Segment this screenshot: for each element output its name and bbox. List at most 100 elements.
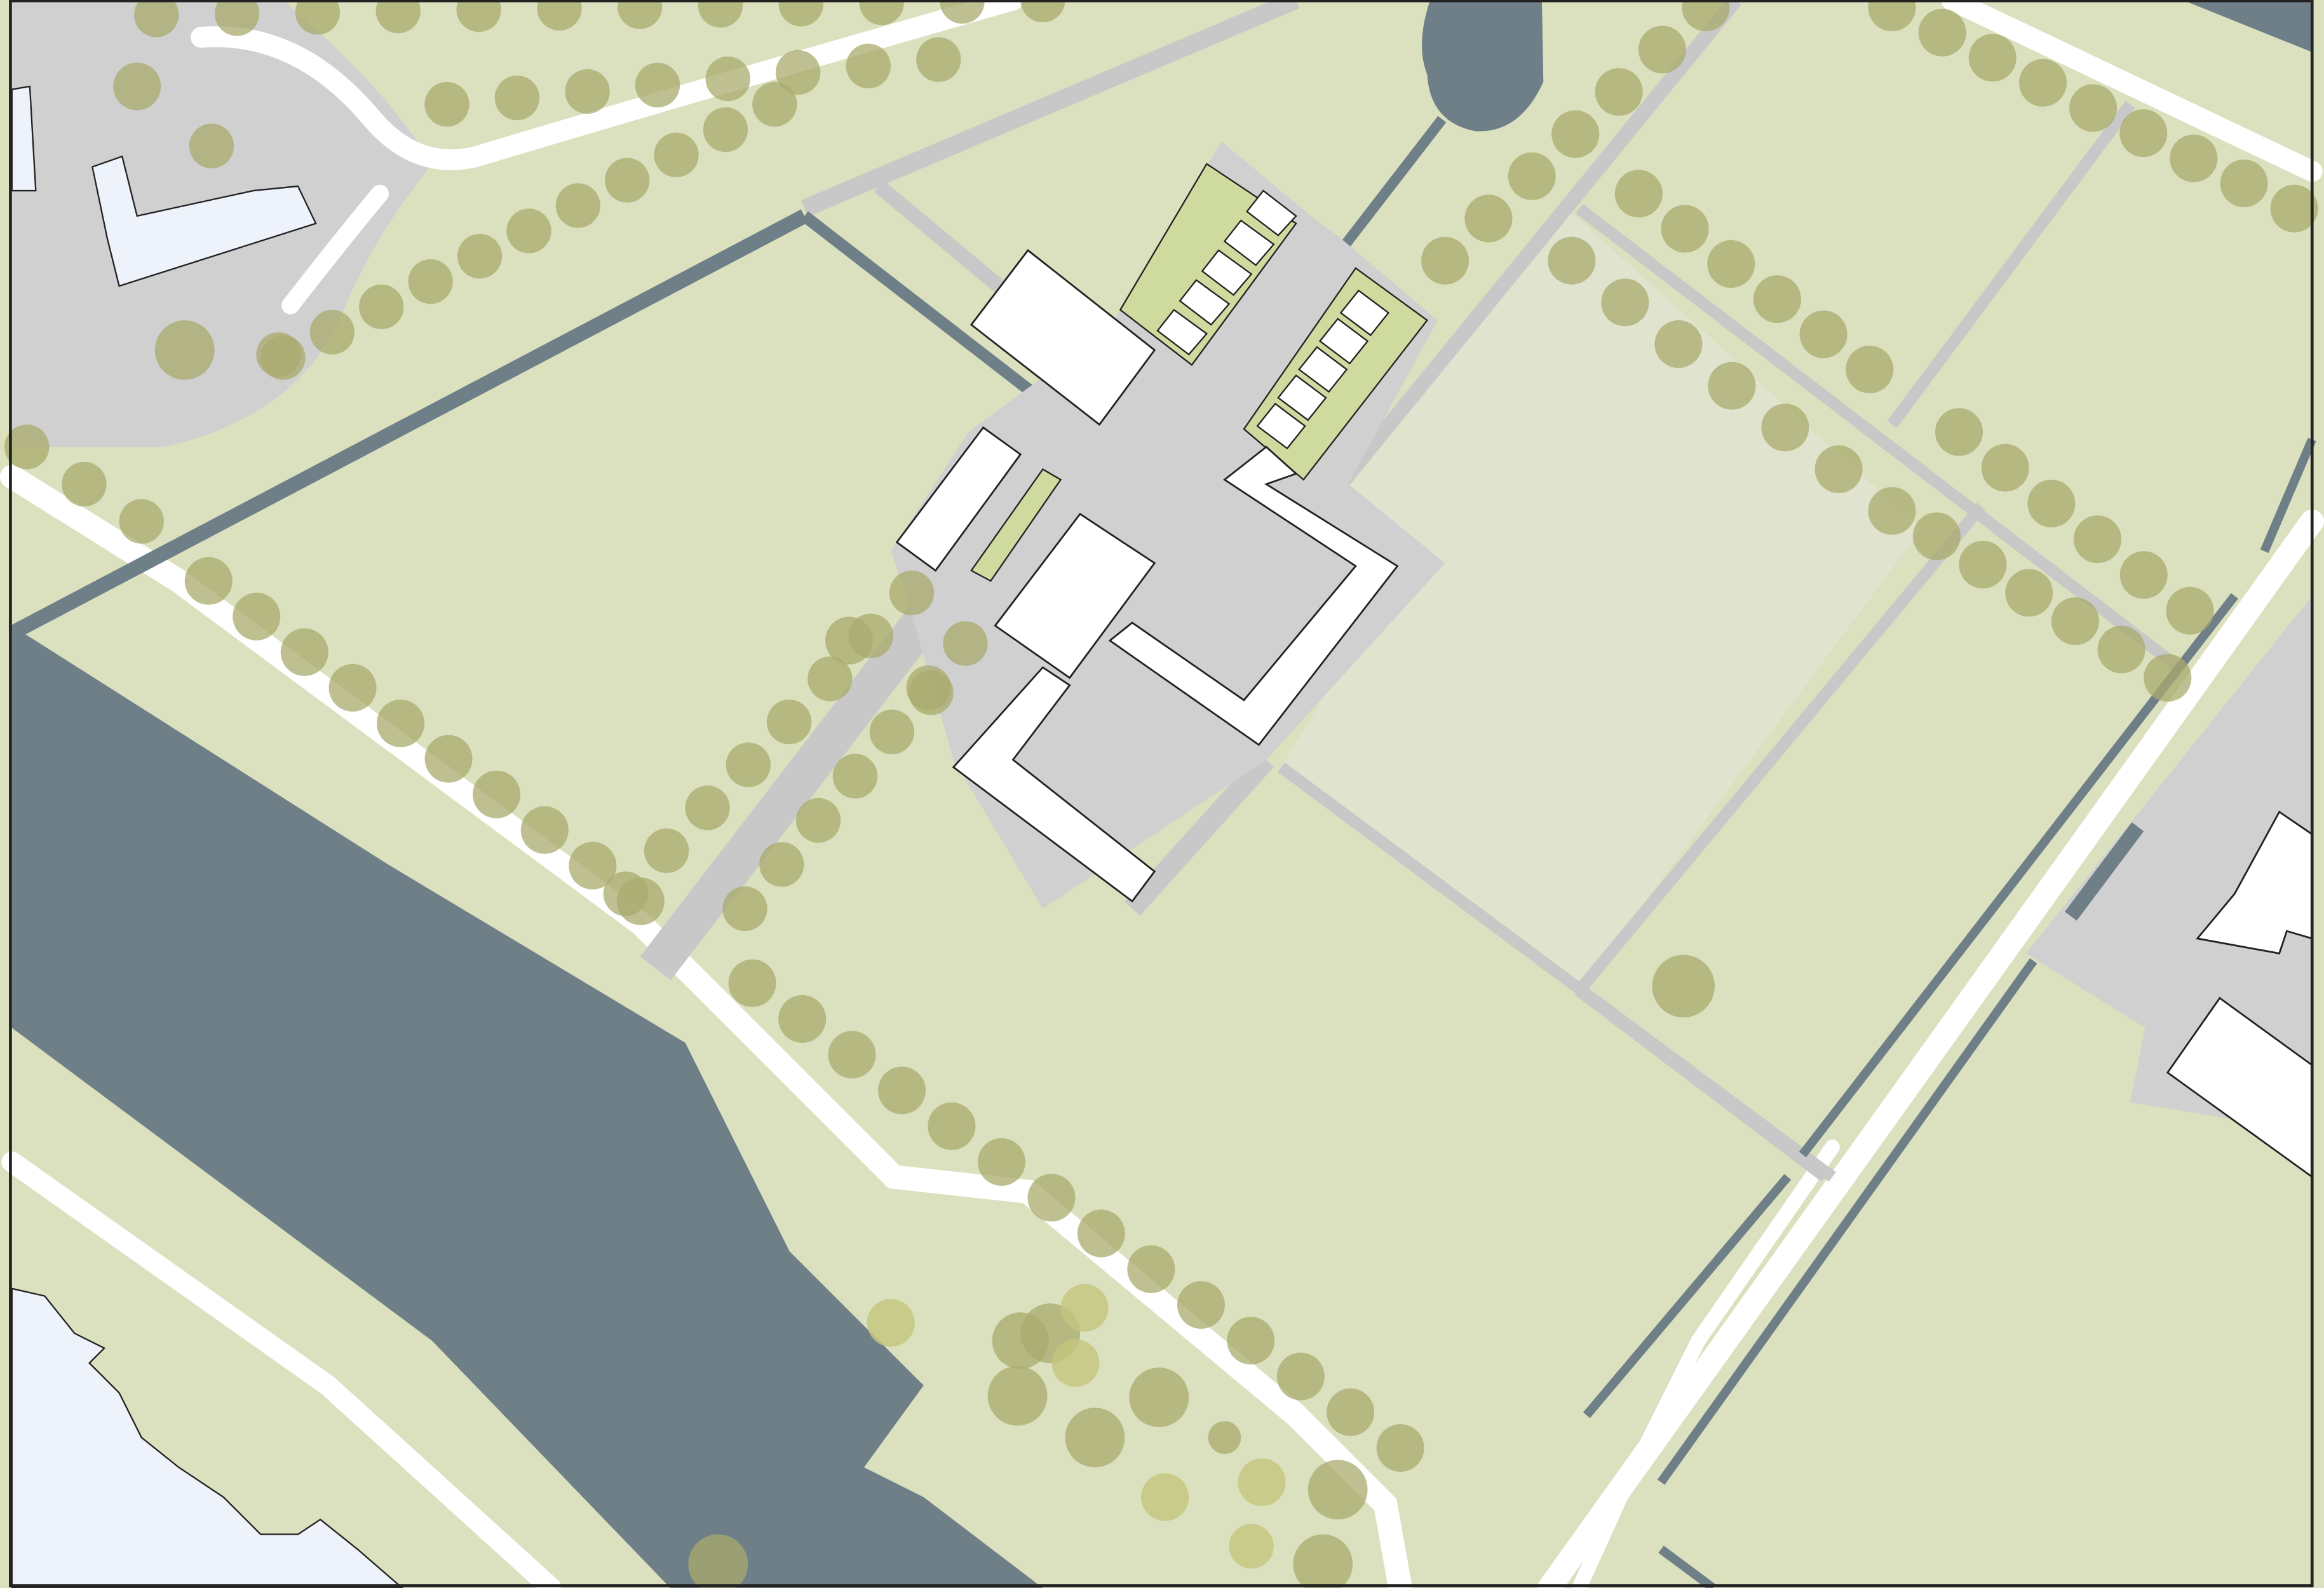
tree: [778, 0, 824, 27]
tree: [1376, 1424, 1424, 1472]
tree: [1935, 408, 1983, 456]
tree: [280, 628, 328, 676]
row-housing-north: [1156, 189, 1297, 356]
paved-paths: [640, 0, 2186, 1182]
tree: [617, 0, 663, 29]
tree: [1654, 320, 1703, 369]
tree: [1276, 1352, 1325, 1401]
tree: [766, 699, 812, 745]
tree: [1981, 444, 2029, 492]
tree: [1307, 1460, 1368, 1520]
tree: [565, 69, 610, 114]
building-north: [969, 248, 1156, 426]
tree: [605, 158, 650, 203]
tree: [889, 570, 935, 616]
tree: [2119, 109, 2168, 158]
building-l-east: [1108, 445, 1399, 747]
tree: [119, 499, 164, 544]
tree: [506, 208, 551, 254]
tree: [1027, 1174, 1076, 1222]
tree: [2170, 134, 2218, 182]
tree: [1551, 110, 1600, 158]
tree: [62, 461, 107, 507]
tree: [569, 841, 617, 890]
paved-area-east: [2026, 595, 2313, 1132]
tree: [473, 770, 521, 818]
tree-rows: [4, 0, 2318, 1588]
tree: [869, 709, 915, 754]
tree: [705, 56, 750, 102]
tree: [2051, 597, 2099, 646]
tree: [537, 0, 582, 31]
tree: [4, 424, 50, 470]
tree: [1327, 1388, 1375, 1436]
tree: [1761, 404, 1809, 452]
tree: [1652, 954, 1715, 1018]
tree: [752, 81, 797, 127]
tree: [309, 309, 355, 355]
tree: [1601, 278, 1649, 327]
tree: [457, 234, 503, 279]
building-l-south: [952, 666, 1156, 903]
tree: [726, 742, 771, 787]
tree: [654, 132, 699, 177]
tree: [1464, 194, 1513, 243]
tree: [1421, 236, 1469, 285]
tree: [1682, 0, 1730, 32]
tree: [1814, 445, 1863, 493]
tree: [424, 735, 473, 783]
tree: [878, 1066, 926, 1115]
tree: [2005, 569, 2053, 617]
tree: [377, 699, 425, 747]
tree: [233, 592, 281, 641]
tree: [2220, 159, 2268, 208]
tree: [928, 1102, 976, 1150]
tree: [1077, 1209, 1125, 1258]
tree: [1968, 34, 2017, 82]
building-west: [895, 426, 1022, 572]
tree: [328, 663, 377, 712]
tree: [1595, 68, 1643, 116]
tree: [2144, 654, 2192, 702]
tree: [795, 797, 841, 843]
tree: [2027, 479, 2076, 527]
tree: [698, 0, 743, 28]
tree: [154, 320, 215, 380]
tree: [2166, 587, 2214, 635]
tree: [1799, 310, 1848, 358]
tree: [859, 0, 904, 25]
tree: [2119, 551, 2168, 599]
tree: [113, 62, 161, 111]
tree: [134, 0, 179, 37]
tree: [1661, 205, 1709, 253]
tree: [555, 183, 600, 228]
tree: [828, 1031, 876, 1079]
tree: [635, 62, 680, 108]
tree: [940, 0, 985, 24]
tree: [987, 1366, 1048, 1426]
tree: [1708, 362, 1756, 410]
tree: [644, 828, 689, 873]
tree: [1753, 275, 1801, 323]
tree: [1508, 152, 1556, 200]
building-center: [994, 512, 1156, 679]
tree: [728, 959, 776, 1007]
tree: [703, 107, 748, 153]
tree: [825, 616, 874, 665]
tree: [424, 81, 470, 127]
tree: [2270, 184, 2318, 233]
tree: [1959, 540, 2007, 588]
tree: [520, 806, 569, 854]
tree: [1293, 1534, 1353, 1588]
tree: [688, 1534, 748, 1588]
tree: [1127, 1245, 1175, 1293]
tree: [1707, 240, 1755, 288]
tree: [1918, 8, 1966, 57]
tree: [1065, 1408, 1125, 1468]
tree: [603, 871, 649, 916]
tree: [1548, 236, 1596, 285]
tree: [685, 785, 730, 831]
tree: [1638, 25, 1686, 74]
tree: [494, 75, 540, 121]
